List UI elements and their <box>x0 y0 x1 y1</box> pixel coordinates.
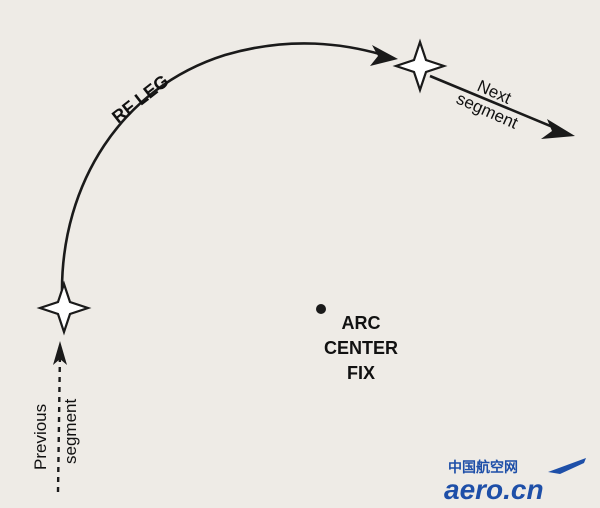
end-fix-star-icon <box>392 38 448 94</box>
rf-leg-arc <box>60 42 391 291</box>
watermark-brand-text: aero.cn <box>444 474 544 505</box>
previous-segment-arrowhead <box>53 341 67 365</box>
rf-leg-label: RF LEG <box>108 71 172 127</box>
rf-leg-arrowhead <box>370 45 398 66</box>
arc-center-fix-label-line1: ARC <box>342 313 381 333</box>
aero-cn-watermark: 中国航空网 aero.cn <box>444 458 586 505</box>
previous-segment-line <box>56 349 62 493</box>
watermark-chinese-text: 中国航空网 <box>448 459 518 476</box>
arc-center-fix-label-line2: CENTER <box>324 338 398 358</box>
next-segment-arrowhead <box>541 119 575 139</box>
arc-center-dot <box>316 304 326 314</box>
start-fix-star-icon <box>36 280 92 336</box>
arc-center-fix-label-line3: FIX <box>347 363 375 383</box>
previous-segment-label-line2: segment <box>61 399 80 464</box>
next-segment-label: Next segment <box>453 76 521 133</box>
previous-segment-label: Previous segment <box>31 399 80 470</box>
arc-center-fix-label: ARC CENTER FIX <box>324 313 398 383</box>
watermark-plane-icon <box>548 458 586 474</box>
next-segment-line <box>429 74 561 132</box>
previous-segment-label-line1: Previous <box>31 404 50 470</box>
